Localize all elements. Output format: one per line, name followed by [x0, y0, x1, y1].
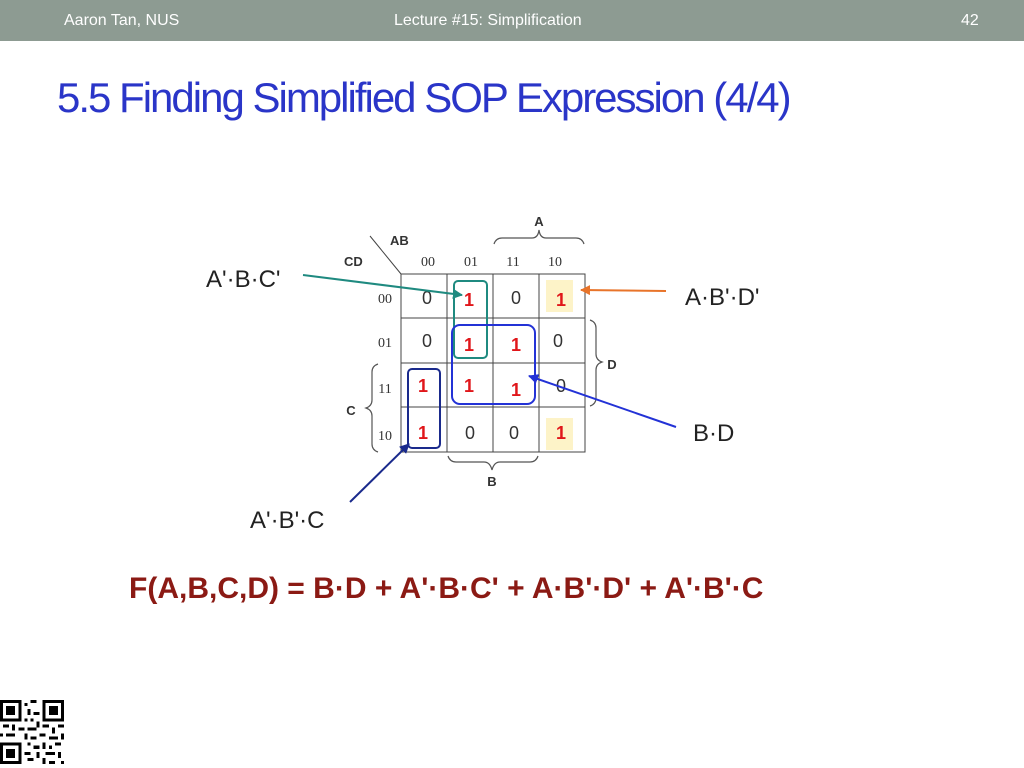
- kmap-cell: 1: [464, 376, 474, 396]
- row-var-label: AB: [390, 233, 409, 248]
- brace-b: [447, 455, 539, 471]
- kmap-cell: 0: [422, 331, 432, 351]
- brace-a: [493, 229, 585, 245]
- kmap-cell: 1: [418, 376, 428, 396]
- kmap-diagonal: [369, 235, 402, 275]
- slide-title: 5.5 Finding Simplified SOP Expression (4…: [57, 74, 792, 121]
- term-label-abd: A·B'·D': [685, 284, 760, 311]
- qr-code-icon: [0, 700, 64, 764]
- kmap-cell: 1: [511, 380, 521, 400]
- group-loop-bd-blue: [451, 324, 536, 405]
- arrow-abc: [302, 274, 463, 299]
- col-var-label: CD: [344, 254, 363, 269]
- kmap-cell: 0: [511, 288, 521, 308]
- group-loop-abc-teal: [453, 280, 488, 359]
- sop-formula: F(A,B,C,D) = B·D + A'·B·C' + A·B'·D' + A…: [129, 572, 764, 605]
- row-header: 11: [378, 382, 391, 397]
- row-header: 01: [378, 336, 392, 351]
- kmap-cell: 0: [553, 331, 563, 351]
- col-header: 01: [464, 255, 478, 270]
- kmap-cell: 1: [511, 335, 521, 355]
- brace-a-label: A: [534, 214, 544, 229]
- kmap-cell: 1: [464, 335, 474, 355]
- brace-c: [364, 363, 379, 453]
- brace-d: [589, 319, 604, 407]
- arrow-bd: [528, 374, 677, 428]
- brace-d-label: D: [607, 357, 616, 372]
- author-text: Aaron Tan, NUS: [64, 12, 180, 29]
- brace-c-label: C: [346, 403, 356, 418]
- corner-highlight-bottom: [546, 418, 573, 450]
- page-number: 42: [961, 12, 979, 29]
- term-label-abc: A'·B·C': [206, 266, 281, 293]
- term-label-bd: B·D: [693, 420, 735, 447]
- col-header: 00: [421, 255, 435, 270]
- col-header: 10: [548, 255, 562, 270]
- lecture-title: Lecture #15: Simplification: [394, 12, 582, 29]
- kmap-cell: 1: [556, 423, 566, 443]
- corner-highlight-top: [546, 280, 573, 312]
- header-bar: Aaron Tan, NUS Lecture #15: Simplificati…: [0, 0, 1024, 41]
- row-header: 00: [378, 292, 392, 307]
- arrow-abd: [580, 285, 667, 296]
- kmap-cell: 0: [422, 288, 432, 308]
- group-loop-abc2-navy: [407, 368, 441, 449]
- row-header: 10: [378, 429, 392, 444]
- arrow-abc2: [349, 443, 410, 503]
- kmap-cell: 0: [465, 423, 475, 443]
- kmap-grid: [400, 273, 586, 453]
- term-label-abc2: A'·B'·C: [250, 507, 325, 534]
- kmap-cell: 0: [556, 376, 566, 396]
- kmap-cell: 1: [464, 290, 474, 310]
- kmap-cell: 0: [509, 423, 519, 443]
- kmap-cell: 1: [556, 290, 566, 310]
- brace-b-label: B: [487, 474, 496, 489]
- col-header: 11: [506, 255, 519, 270]
- kmap-cell: 1: [418, 423, 428, 443]
